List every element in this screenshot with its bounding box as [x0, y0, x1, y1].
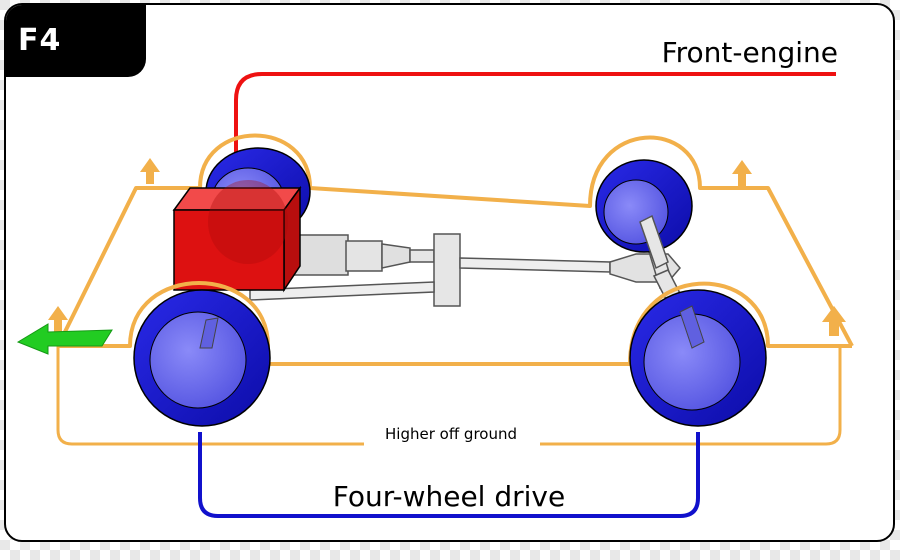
engine-indicator-line — [234, 72, 836, 182]
direction-arrow-icon — [16, 323, 113, 355]
badge-label: F4 — [18, 23, 62, 58]
engine-label: Front-engine — [662, 36, 838, 69]
drive-label: Four-wheel drive — [333, 480, 565, 513]
drive-indicator-line — [198, 432, 700, 518]
ground-label-backdrop — [364, 424, 540, 446]
engine-block — [172, 180, 302, 293]
wheel-rear-bottom — [629, 289, 767, 427]
body-outline-upper — [56, 133, 854, 347]
wheel-rear-top — [595, 159, 693, 270]
body-outline-lower — [58, 281, 852, 366]
badge: F4 — [6, 5, 146, 77]
ground-label: Higher off ground — [385, 425, 517, 443]
wheel-front-bottom — [133, 289, 271, 427]
up-arrow-icon — [48, 158, 846, 336]
